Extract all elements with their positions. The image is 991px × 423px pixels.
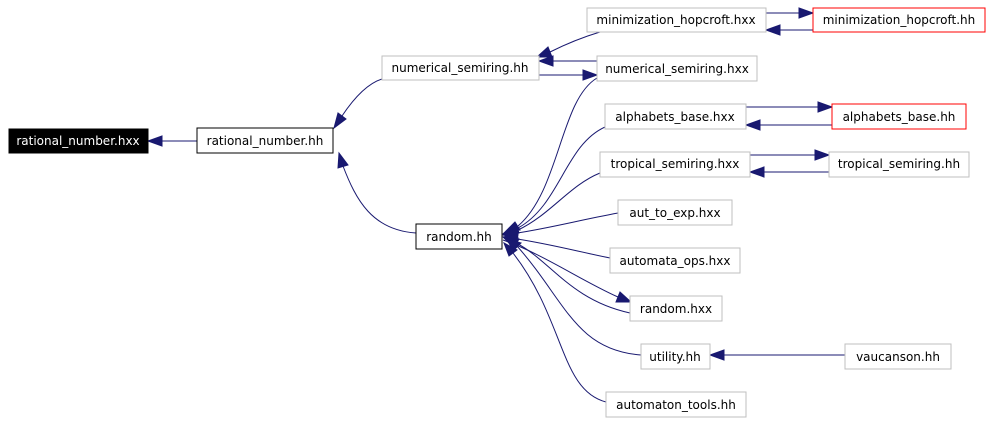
node-label: numerical_semiring.hh: [391, 61, 528, 75]
node-label: rational_number.hh: [207, 134, 324, 148]
nodes: rational_number.hxx rational_number.hh n…: [8, 7, 986, 418]
edge-numerical-semiring-hxx-to-random-hh: [503, 77, 598, 233]
edge-numerical-semiring-hh-to-rational-number-hh: [333, 78, 383, 130]
node-label: minimization_hopcroft.hxx: [596, 13, 755, 27]
node-tropical-semiring-hxx[interactable]: tropical_semiring.hxx: [599, 151, 751, 178]
node-alphabets-base-hxx[interactable]: alphabets_base.hxx: [604, 103, 747, 130]
edge-automaton-tools-hh-to-random-hh: [503, 241, 607, 403]
node-random-hh[interactable]: random.hh: [415, 223, 503, 250]
node-label: tropical_semiring.hxx: [611, 157, 740, 171]
edges: [146, 7, 845, 403]
node-label: automata_ops.hxx: [620, 254, 731, 268]
node-label: alphabets_base.hxx: [615, 110, 734, 124]
node-utility-hh[interactable]: utility.hh: [640, 343, 711, 370]
edge-minimization-hopcroft-hxx-to-numerical-semiring-hh: [535, 31, 601, 58]
node-numerical-semiring-hh[interactable]: numerical_semiring.hh: [381, 55, 540, 81]
edge-alphabets-base-hxx-to-random-hh: [502, 126, 606, 234]
node-rational-number-hh[interactable]: rational_number.hh: [196, 127, 334, 154]
edge-alphabets-base-hh-to-alphabets-base-hxx: [744, 119, 832, 131]
node-vaucanson-hh[interactable]: vaucanson.hh: [844, 343, 952, 370]
edge-minimization-hopcroft-hxx-to-minimization-hopcroft-hh: [766, 7, 815, 19]
node-minimization-hopcroft-hh[interactable]: minimization_hopcroft.hh: [812, 7, 986, 33]
node-label: numerical_semiring.hxx: [605, 62, 749, 76]
edge-rational-number-hh-to-rational-number-hxx: [146, 135, 197, 147]
edge-numerical-semiring-hxx-to-numerical-semiring-hh: [537, 55, 597, 67]
node-rational-number-hxx[interactable]: rational_number.hxx: [8, 128, 149, 154]
node-label: minimization_hopcroft.hh: [823, 13, 976, 27]
edge-tropical-semiring-hh-to-tropical-semiring-hxx: [748, 166, 829, 178]
node-automaton-tools-hh[interactable]: automaton_tools.hh: [605, 391, 747, 418]
node-label: automaton_tools.hh: [616, 398, 736, 412]
node-label: aut_to_exp.hxx: [629, 206, 720, 220]
edge-minimization-hopcroft-hh-to-minimization-hopcroft-hxx: [764, 24, 813, 36]
node-label: alphabets_base.hh: [843, 110, 956, 124]
node-alphabets-base-hh[interactable]: alphabets_base.hh: [831, 103, 967, 130]
node-label: vaucanson.hh: [856, 350, 940, 364]
node-minimization-hopcroft-hxx[interactable]: minimization_hopcroft.hxx: [586, 7, 767, 33]
node-label: random.hxx: [640, 302, 712, 316]
node-label: rational_number.hxx: [16, 134, 139, 148]
node-tropical-semiring-hh[interactable]: tropical_semiring.hh: [828, 151, 970, 178]
edge-aut-to-exp-hxx-to-random-hh: [501, 212, 619, 239]
edge-tropical-semiring-hxx-to-tropical-semiring-hh: [750, 149, 831, 161]
node-random-hxx[interactable]: random.hxx: [629, 295, 723, 322]
edge-alphabets-base-hxx-to-alphabets-base-hh: [746, 101, 834, 113]
node-label: utility.hh: [649, 350, 700, 364]
node-aut-to-exp-hxx[interactable]: aut_to_exp.hxx: [617, 199, 733, 226]
edge-random-hh-to-rational-number-hh: [337, 151, 417, 234]
node-automata-ops-hxx[interactable]: automata_ops.hxx: [609, 247, 741, 274]
edge-utility-hh-to-random-hh: [506, 238, 642, 356]
node-numerical-semiring-hxx[interactable]: numerical_semiring.hxx: [596, 55, 758, 82]
node-label: tropical_semiring.hh: [838, 157, 960, 171]
edge-vaucanson-hh-to-utility-hh: [708, 349, 845, 361]
edge-numerical-semiring-hh-to-numerical-semiring-hxx: [538, 69, 599, 81]
node-label: random.hh: [426, 230, 492, 244]
